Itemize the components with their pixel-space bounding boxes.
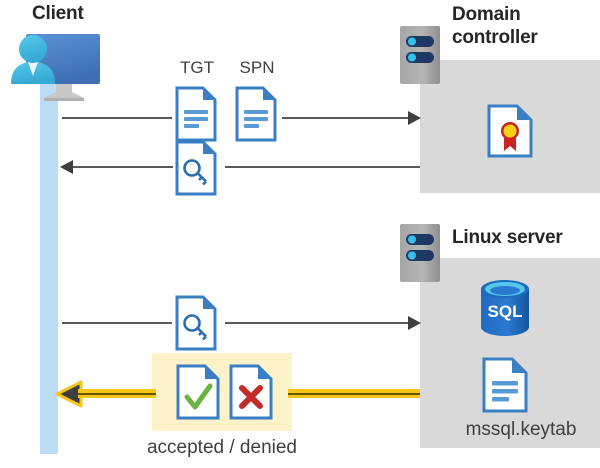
flow3-line-left: [62, 322, 172, 324]
accepted-document-icon: [176, 364, 220, 420]
flow3-line-right: [225, 322, 410, 324]
spn-document-icon: [235, 86, 277, 142]
ticket-key-document-icon-1: [175, 140, 217, 196]
sql-database-icon: SQL: [478, 279, 532, 337]
denied-document-icon: [229, 364, 273, 420]
tgt-label: TGT: [180, 58, 214, 77]
sql-label: SQL: [488, 302, 523, 321]
keytab-label: mssql.keytab: [465, 419, 577, 440]
flow3-arrowhead: [408, 316, 421, 330]
flow4-line-right: [288, 389, 420, 398]
flow2-arrowhead: [60, 160, 73, 174]
linux-server-server-icon: [398, 222, 442, 284]
spn-label: SPN: [239, 58, 275, 77]
domain-controller-server-icon: [398, 24, 442, 86]
keytab-document-icon: [482, 357, 528, 413]
flow4-line-left: [78, 389, 156, 398]
domain-controller-title-line1: Domain: [452, 4, 521, 25]
client-lifeline: [40, 62, 58, 454]
tgt-document-icon: [175, 86, 217, 142]
flow2-line-right: [225, 166, 420, 168]
client-title: Client: [32, 3, 84, 24]
domain-controller-title: Domain controller: [452, 3, 600, 49]
linux-server-title: Linux server: [452, 227, 563, 248]
client-icon: [4, 24, 104, 102]
result-label: accepted / denied: [146, 437, 297, 458]
flow1-arrowhead: [408, 111, 421, 125]
flow1-line-right: [282, 117, 410, 119]
certificate-document-icon: [487, 104, 533, 158]
ticket-key-document-icon-2: [175, 295, 217, 351]
domain-controller-title-line2: controller: [452, 27, 538, 48]
flow2-line-left: [73, 166, 173, 168]
flow1-line-left: [62, 117, 172, 119]
